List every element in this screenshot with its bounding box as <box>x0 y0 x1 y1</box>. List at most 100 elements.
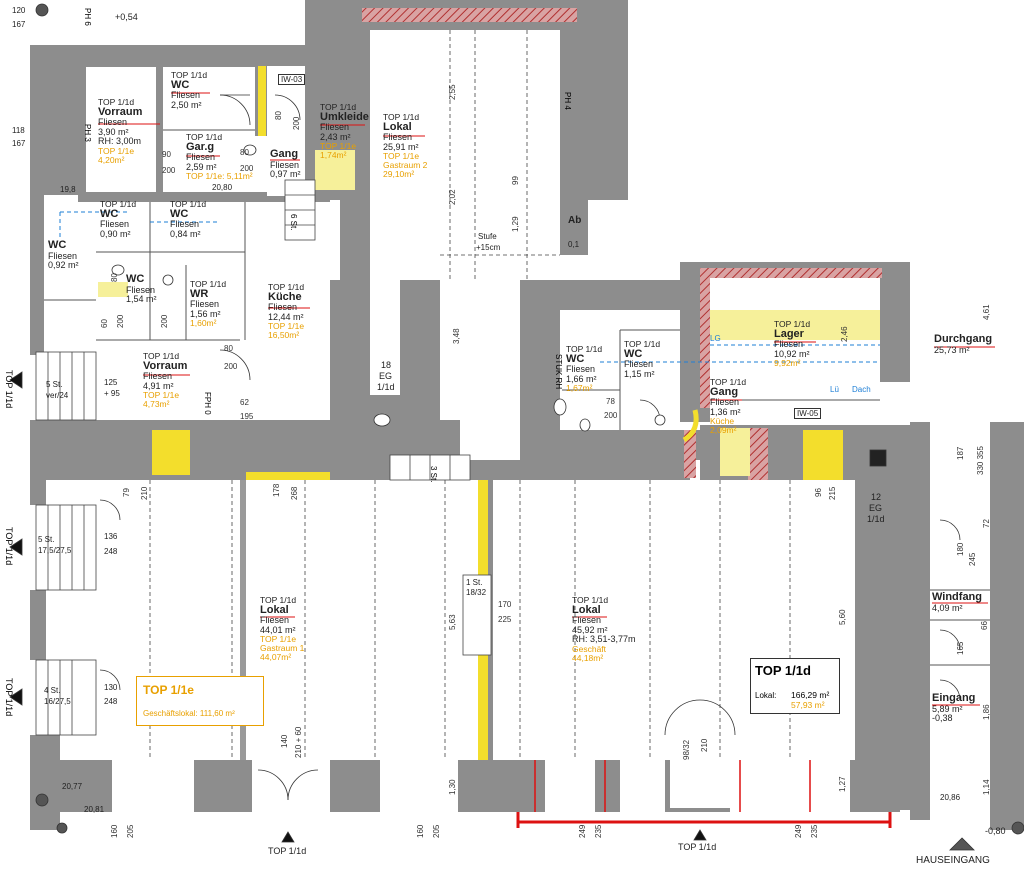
info-box-title: TOP 1/1d <box>755 663 811 678</box>
dim-200g: 200 <box>240 164 254 173</box>
tag-stairs-top: 6 St. <box>289 214 298 231</box>
tag-d95: + 95 <box>104 389 120 398</box>
room-height: RH: 3,00m <box>98 136 142 147</box>
dim-66: 66 <box>980 621 989 630</box>
tag-one-step: 1 St. <box>466 578 483 587</box>
room-alt: TOP 1/1e <box>98 145 135 156</box>
room-area: 0,90 m² <box>100 228 131 239</box>
dim-202: 2,02 <box>448 189 457 205</box>
room-floor: Fliesen <box>774 339 804 350</box>
room-alt-area: 4,20m² <box>98 154 125 165</box>
room-top: TOP 1/1d <box>320 102 357 112</box>
room-alt: TOP 1/1e <box>143 390 180 401</box>
room-alt: 1,67m² <box>566 383 593 394</box>
tag-eg12-num: 12 <box>871 492 882 502</box>
room-floor: Fliesen <box>268 302 298 313</box>
room-top: TOP 1/1d <box>710 377 747 387</box>
dim-200f: 200 <box>292 116 301 130</box>
tag-top-bottom-left: TOP 1/1d <box>268 846 307 856</box>
dim-90: 90 <box>162 150 171 159</box>
tag-lg: LG <box>710 334 721 343</box>
room-name: Lager <box>774 327 804 340</box>
room-area: 1,15 m² <box>624 368 655 379</box>
info-box-label: Lokal: <box>755 691 777 700</box>
room-name: WC <box>624 347 643 360</box>
room-garderobe: TOP 1/1d Gar.g Fliesen 2,59 m² TOP 1/1e:… <box>186 133 253 181</box>
room-name: Vorraum <box>98 105 143 118</box>
tag-d248b: 248 <box>104 697 118 706</box>
dim-225: 225 <box>498 615 512 624</box>
room-area: 2,50 m² <box>171 99 202 110</box>
info-box-top-1d: TOP 1/1d Lokal: 166,29 m² 57,93 m² <box>750 658 840 714</box>
dim-249a: 249 <box>578 824 587 838</box>
tag-top-side-3: TOP 1/1d <box>4 678 14 717</box>
tag-elev-198: 19,8 <box>60 185 76 194</box>
tag-d248: 248 <box>104 547 118 556</box>
room-alt-area: 2,09m² <box>710 425 737 436</box>
room-area: 1,54 m² <box>126 293 157 304</box>
room-area: 5,89 m² <box>932 703 963 714</box>
dim-129: 1,29 <box>511 216 520 232</box>
dim-72: 72 <box>982 519 991 528</box>
dim-200a: 200 <box>116 314 125 328</box>
room-top: TOP 1/1d <box>624 339 661 349</box>
tag-eg12-unit: 1/1d <box>867 514 885 524</box>
dim-246: 2,46 <box>840 326 849 342</box>
room-top: TOP 1/1d <box>774 319 811 329</box>
tag-lvl-120: 120 <box>12 6 26 15</box>
tag-stairs-5b: 5 St. <box>38 535 55 544</box>
room-area: 2,59 m² <box>186 161 217 172</box>
room-floor: Fliesen <box>572 615 602 626</box>
room-wc-1: TOP 1/1d WC Fliesen 2,50 m² <box>171 71 207 110</box>
room-name: WC <box>100 207 119 220</box>
dim-235a: 235 <box>594 824 603 838</box>
room-alt: Küche <box>710 416 735 427</box>
tag-stairs-4-value: 16/27,5 <box>44 697 71 706</box>
room-name: WC <box>566 352 585 365</box>
info-box-top-1e: TOP 1/1e Geschäftslokal: 111,60 m² <box>136 676 264 726</box>
tag-stairs-4: 4 St. <box>44 686 61 695</box>
room-alt-name: Gastraum 2 <box>383 160 428 171</box>
dim-255: 2,55 <box>448 84 457 100</box>
room-floor: Fliesen <box>98 117 128 128</box>
dim-245: 245 <box>968 552 977 566</box>
tag-lvl-167: 167 <box>12 20 26 29</box>
dim-80c: 80 <box>274 111 283 120</box>
room-alt: TOP 1/1e <box>320 141 357 152</box>
room-alt: TOP 1/1e: 5,11m² <box>186 171 253 182</box>
room-alt: 1,60m² <box>190 318 217 329</box>
tag-d125: 125 <box>104 378 118 387</box>
room-alt-area: 4,73m² <box>143 399 170 410</box>
dim-200b: 200 <box>604 411 618 420</box>
tag-stairs-5a: 5 St. <box>46 380 63 389</box>
room-name: Lokal <box>572 603 601 616</box>
room-top: TOP 1/1d <box>383 112 420 122</box>
room-name: Gar.g <box>186 140 215 153</box>
room-name: Windfang <box>932 591 982 603</box>
room-floor: Fliesen <box>100 219 130 230</box>
tag-ab: Ab <box>568 215 582 226</box>
room-alt: TOP 1/1e <box>383 151 420 162</box>
room-name: Vorraum <box>143 359 188 372</box>
room-top: TOP 1/1d <box>170 199 207 209</box>
dim-200d: 200 <box>162 166 176 175</box>
room-floor: Fliesen <box>260 615 290 626</box>
room-area: 10,92 m² <box>774 348 810 359</box>
tag-eg18-num: 18 <box>381 360 392 370</box>
room-wr: TOP 1/1d WR Fliesen 1,56 m² 1,60m² <box>190 280 226 328</box>
room-area: 0,97 m² <box>270 168 301 179</box>
dim-205a: 205 <box>126 824 135 838</box>
dim-563: 5,63 <box>448 614 457 630</box>
tag-stuk-rh: STUK RH <box>554 354 563 390</box>
room-name: Lokal <box>260 603 289 616</box>
stairs <box>35 179 492 736</box>
tag-eg18-floor: EG <box>379 371 393 381</box>
room-top: TOP 1/1d <box>190 279 227 289</box>
dim-560: 5,60 <box>838 609 847 625</box>
door-swings <box>99 94 961 801</box>
room-top: TOP 1/1d <box>186 132 223 142</box>
room-name: Küche <box>268 290 302 303</box>
dim-140: 140 <box>280 734 289 748</box>
room-area: 4,09 m² <box>932 602 963 613</box>
tag-stufe-height: +15cm <box>476 243 501 252</box>
